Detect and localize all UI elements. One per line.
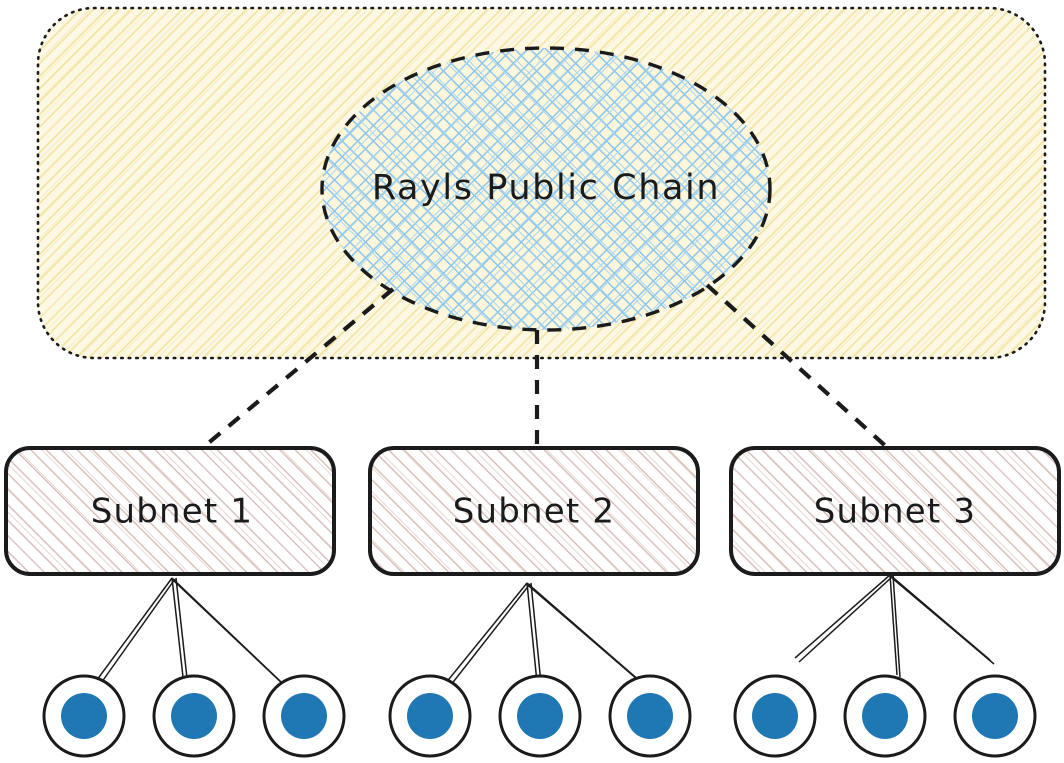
node-2-1[interactable]: [388, 674, 472, 758]
connector-chain-to-subnet-1[interactable]: [198, 287, 395, 452]
subnet-1-border: [4, 446, 336, 576]
subnet-2-label: Subnet 2: [453, 492, 616, 532]
subnet-3-fill-overlay: [731, 448, 1059, 574]
subnet-2-box[interactable]: Subnet 2: [368, 446, 700, 576]
connector-chain-to-subnet-3[interactable]: [705, 283, 892, 452]
node-2-2[interactable]: [498, 674, 582, 758]
chain-ellipse-border: [320, 46, 772, 332]
chain-ellipse-fill-overlay: [322, 48, 770, 330]
rayls-public-chain-node[interactable]: Rayls Public Chain: [320, 46, 772, 332]
subnet-2-border: [368, 446, 700, 576]
node-1-3[interactable]: [262, 674, 346, 758]
node-2-3[interactable]: [608, 674, 692, 758]
chain-label: Rayls Public Chain: [372, 168, 720, 208]
node-1-2[interactable]: [152, 674, 236, 758]
subnet-3-border: [729, 446, 1061, 576]
chain-subnet-connectors: [198, 283, 892, 452]
leaf-nodes: [42, 674, 1037, 758]
subnet-1-box[interactable]: Subnet 1: [4, 446, 336, 576]
subnet-1-fill-overlay: [6, 448, 334, 574]
node-3-1[interactable]: [733, 674, 817, 758]
public-zone-border: [36, 6, 1047, 360]
subnet-3-box[interactable]: Subnet 3: [729, 446, 1061, 576]
node-1-1[interactable]: [42, 674, 126, 758]
node-3-2[interactable]: [843, 674, 927, 758]
subnet-3-label: Subnet 3: [814, 492, 977, 532]
node-3-3[interactable]: [953, 674, 1037, 758]
subnet-1-label: Subnet 1: [91, 492, 254, 532]
fan-subnet-3[interactable]: [794, 574, 995, 678]
subnet-2-fill-overlay: [370, 448, 698, 574]
